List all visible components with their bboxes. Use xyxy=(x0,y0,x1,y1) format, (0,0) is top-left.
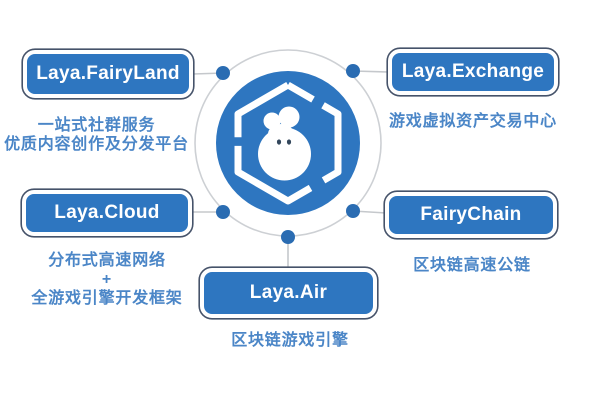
caption-line: 区块链游戏引擎 xyxy=(231,332,349,349)
node-laya-cloud-label: Laya.Cloud xyxy=(54,202,160,223)
connector-dot-exchange xyxy=(346,64,360,78)
laya-mascot-icon xyxy=(258,106,311,181)
node-laya-cloud[interactable]: Laya.Cloud xyxy=(22,190,192,236)
caption-line: 游戏虚拟资产交易中心 xyxy=(388,113,557,130)
connector-dot-fairychain xyxy=(346,204,360,218)
connector-dot-cloud xyxy=(216,205,230,219)
connector-dot-air xyxy=(281,230,295,244)
hexagon-outline xyxy=(234,81,342,205)
mascot-right-eye xyxy=(286,139,292,145)
node-laya-air-label: Laya.Air xyxy=(249,282,328,303)
node-laya-fairyland-label: Laya.FairyLand xyxy=(36,63,180,84)
node-laya-fairyland[interactable]: Laya.FairyLand xyxy=(23,50,193,98)
node-fairychain[interactable]: FairyChain xyxy=(385,192,557,238)
caption-line: + xyxy=(101,271,113,288)
connector-dot-fairyland xyxy=(216,66,230,80)
caption-line: 分布式高速网络 xyxy=(48,252,166,269)
caption-fairychain: 区块链高速公链 xyxy=(387,256,557,275)
node-laya-exchange-label: Laya.Exchange xyxy=(401,61,545,82)
mascot-right-ear xyxy=(278,106,300,128)
mascot-left-eye xyxy=(276,139,282,145)
mascot-body xyxy=(258,127,311,181)
node-laya-exchange[interactable]: Laya.Exchange xyxy=(388,49,558,95)
caption-laya-exchange: 游戏虚拟资产交易中心 xyxy=(388,112,558,131)
caption-line: 一站式社群服务 xyxy=(37,117,156,134)
caption-laya-cloud: 分布式高速网络 + 全游戏引擎开发框架 xyxy=(12,251,202,308)
caption-line: 区块链高速公链 xyxy=(413,257,531,274)
caption-laya-fairyland: 一站式社群服务 优质内容创作及分发平台 xyxy=(4,116,189,154)
node-laya-air[interactable]: Laya.Air xyxy=(200,268,377,318)
caption-laya-air: 区块链游戏引擎 xyxy=(200,331,380,350)
caption-line: 全游戏引擎开发框架 xyxy=(31,290,183,307)
caption-line: 优质内容创作及分发平台 xyxy=(4,136,189,153)
node-fairychain-label: FairyChain xyxy=(420,204,522,225)
